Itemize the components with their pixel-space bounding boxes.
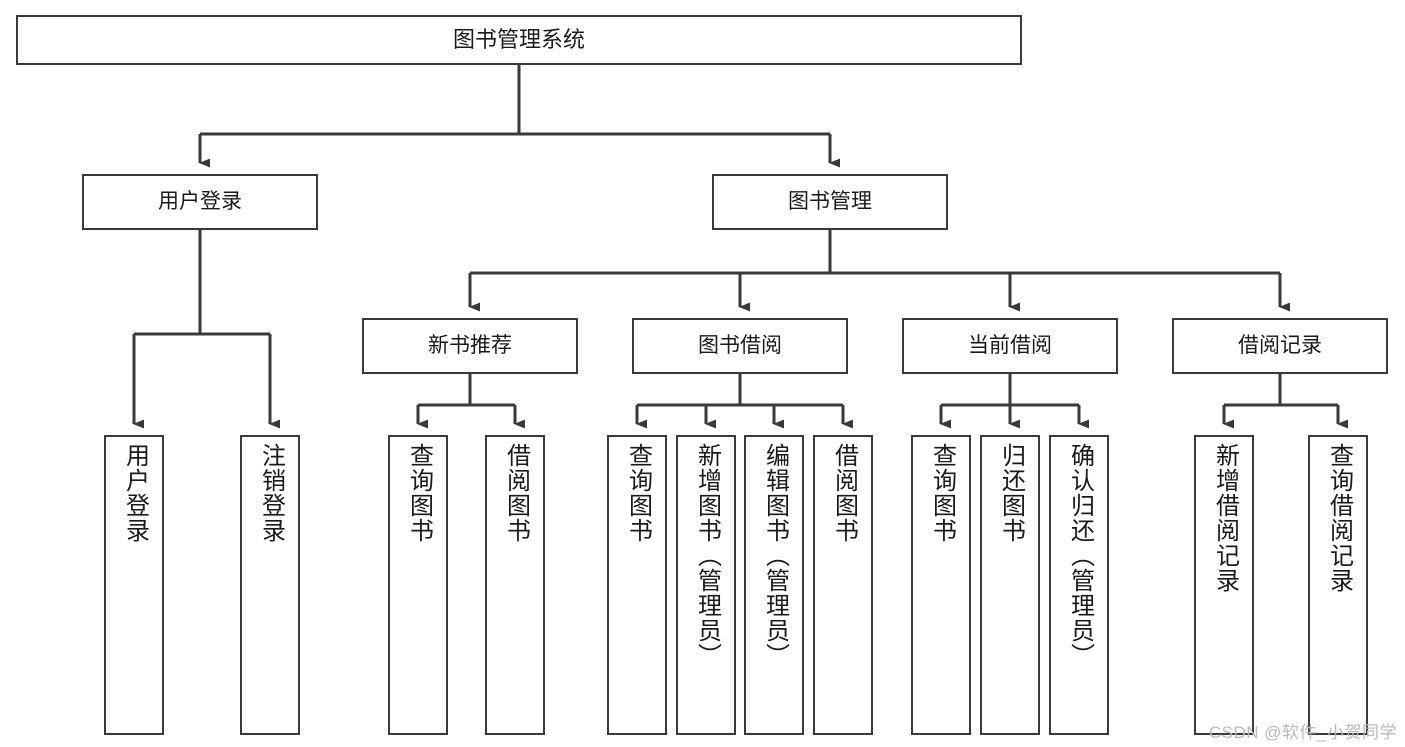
node-leaf-newbook-query-book[interactable]: 查询图书 xyxy=(388,435,448,735)
node-new-book-recommend[interactable]: 新书推荐 xyxy=(362,318,578,374)
node-leaf-label: 查询图书 xyxy=(624,443,652,543)
node-leaf-label: 借阅图书 xyxy=(830,443,858,543)
node-book-borrow[interactable]: 图书借阅 xyxy=(632,318,848,374)
node-leaf-user-login-logout[interactable]: 注销登录 xyxy=(240,435,300,735)
node-leaf-bookborrow-add-book-admin[interactable]: 新增图书（管理员） xyxy=(676,435,736,735)
node-leaf-label: 查询图书 xyxy=(928,443,956,543)
node-leaf-borrowrecord-add-record[interactable]: 新增借阅记录 xyxy=(1194,435,1254,735)
node-leaf-user-login-login[interactable]: 用户登录 xyxy=(104,435,164,735)
node-leaf-currentborrow-return-book[interactable]: 归还图书 xyxy=(980,435,1040,735)
node-current-borrow[interactable]: 当前借阅 xyxy=(902,318,1118,374)
node-leaf-label: 新增借阅记录 xyxy=(1211,443,1239,593)
node-user-login[interactable]: 用户登录 xyxy=(82,174,318,230)
node-book-borrow-label: 图书借阅 xyxy=(698,333,782,357)
node-root-label: 图书管理系统 xyxy=(452,27,585,53)
node-leaf-borrowrecord-query-record[interactable]: 查询借阅记录 xyxy=(1308,435,1368,735)
node-leaf-label: 查询图书 xyxy=(405,443,433,543)
node-book-management[interactable]: 图书管理 xyxy=(712,174,948,230)
node-leaf-label: 新增图书（管理员） xyxy=(693,443,721,668)
node-new-book-recommend-label: 新书推荐 xyxy=(428,333,512,357)
node-leaf-label: 查询借阅记录 xyxy=(1325,443,1353,593)
node-root-book-management-system[interactable]: 图书管理系统 xyxy=(16,15,1022,65)
node-current-borrow-label: 当前借阅 xyxy=(968,333,1052,357)
node-leaf-currentborrow-query-book[interactable]: 查询图书 xyxy=(911,435,971,735)
csdn-watermark: CSDN @软件_小贺同学 xyxy=(1208,723,1397,742)
node-borrow-record-label: 借阅记录 xyxy=(1238,333,1322,357)
node-user-login-label: 用户登录 xyxy=(158,189,242,213)
node-book-management-label: 图书管理 xyxy=(788,189,872,213)
node-leaf-bookborrow-edit-book-admin[interactable]: 编辑图书（管理员） xyxy=(744,435,804,735)
node-leaf-newbook-borrow-book[interactable]: 借阅图书 xyxy=(485,435,545,735)
node-leaf-label: 确认归还（管理员） xyxy=(1066,443,1094,668)
node-leaf-label: 注销登录 xyxy=(257,443,285,543)
node-leaf-currentborrow-confirm-return-admin[interactable]: 确认归还（管理员） xyxy=(1049,435,1109,735)
node-leaf-label: 用户登录 xyxy=(121,443,149,543)
node-leaf-label: 编辑图书（管理员） xyxy=(761,443,789,668)
node-leaf-bookborrow-query-book[interactable]: 查询图书 xyxy=(607,435,667,735)
node-borrow-record[interactable]: 借阅记录 xyxy=(1172,318,1388,374)
node-leaf-label: 借阅图书 xyxy=(502,443,530,543)
node-leaf-label: 归还图书 xyxy=(997,443,1025,543)
node-leaf-bookborrow-borrow-book[interactable]: 借阅图书 xyxy=(813,435,873,735)
